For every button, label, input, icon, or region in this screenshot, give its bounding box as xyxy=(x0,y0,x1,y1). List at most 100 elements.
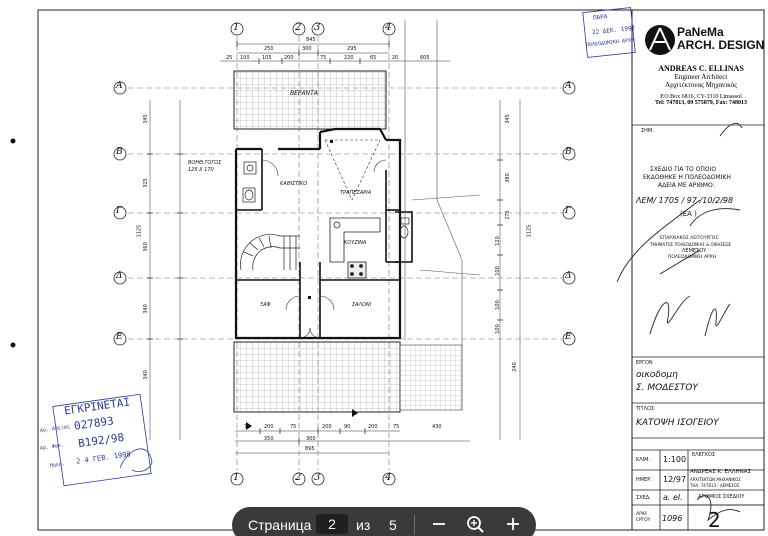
room-label-study: ΞΑΦ xyxy=(260,302,271,308)
page-toolbar: Страница 2 из 5 xyxy=(232,507,536,536)
dim-bottom-430: 430 xyxy=(432,424,442,430)
dim-top-105: 105 xyxy=(262,55,272,61)
dim-top-300: 300 xyxy=(302,46,312,52)
grid-label-1-bottom: 1 xyxy=(233,472,240,483)
page-of-label: из xyxy=(356,517,371,533)
dim-right-1125: 1125 xyxy=(526,224,533,238)
grid-label-4-bottom: 4 xyxy=(385,472,392,483)
page-total: 5 xyxy=(389,517,397,533)
grid-label-e: Ε xyxy=(116,332,123,342)
checker-name: ΑΝΔΡΕΑΣ Κ. ΕΛΛΗΝΑΣ xyxy=(690,469,752,475)
dim-left-340: 340 xyxy=(142,304,149,314)
dim-left-340b: 340 xyxy=(142,370,149,380)
company-info: ANDREAS C. ELLINAS Engineer Architect Αρ… xyxy=(640,64,762,106)
dim-top-200: 200 xyxy=(284,55,294,61)
dim-bottom-75b: 75 xyxy=(290,424,297,430)
dim-top-605: 605 xyxy=(420,55,430,61)
company-name: ANDREAS C. ELLINAS xyxy=(658,64,744,73)
job-no-label: ΑΡΙΘ ΕΡΓΟΥ xyxy=(636,512,651,523)
grid-label-g: Γ xyxy=(116,206,123,216)
grid-label-1: 1 xyxy=(233,22,240,33)
authority-1: ΕΠΑΡΧΙΑΚΟΣ ΛΕΙΤΟΥΡΓΟΣ xyxy=(660,236,719,241)
room-label-storage: ΒΟΗΘ.ΓΟΓΟΣ xyxy=(188,160,222,166)
dim-right-275: 275 xyxy=(504,210,511,220)
room-label-living: ΚΑΘΙΣΤΙΚΟ xyxy=(280,181,308,187)
drawing-title-label: ΤΙΤΛΟΣ xyxy=(636,406,655,412)
magnifier-icon xyxy=(467,516,484,533)
logo-line-1: PaNeMa xyxy=(677,25,724,39)
approval-text-1: ΣΧΕΔΙΟ ΓΙΑ ΤΟ ΟΠΟΙΟ xyxy=(650,166,717,173)
grid-label-2-bottom: 2 xyxy=(295,472,302,483)
drawing-title: ΚΑΤΟΨΗ ΙΣΟΓΕΙΟΥ xyxy=(636,418,719,428)
project-label: ΕΡΓΟΝ xyxy=(636,360,653,366)
scale-value: 1:100 xyxy=(663,455,687,464)
panema-logo-icon xyxy=(645,25,675,55)
dim-left-345: 345 xyxy=(142,114,149,124)
room-label-storage-dim: 125 X 170 xyxy=(188,167,214,173)
job-no-value: 1096 xyxy=(662,514,683,523)
dim-bottom-200c: 200 xyxy=(368,424,378,430)
checker-title: ΑΡΧΙΤΕΚΤΩΝ ΜΗΧΑΝΙΚΟΣ xyxy=(690,477,741,482)
approval-number: ΛΕΜ/ 1705 / 97 /10/2/98 xyxy=(636,196,734,205)
logo-text: PaNeMa ARCH. DESIGN xyxy=(677,26,764,52)
received-stamp-label: ΠΑΡΑ xyxy=(592,13,608,22)
dim-bottom-200b: 200 xyxy=(322,424,332,430)
dim-bottom-75c: 75 xyxy=(393,424,400,430)
authority-4: ΠΟΛΕΟΔΟΜΙΚΗ ΑΡΧΗ xyxy=(668,255,717,260)
minus-icon xyxy=(433,523,445,525)
plus-icon xyxy=(507,518,519,530)
dim-right-345: 345 xyxy=(504,114,511,124)
grid-label-b-right: B xyxy=(565,147,572,157)
drawing-no-value: 2 xyxy=(708,508,721,532)
grid-label-3: 3 xyxy=(314,22,321,33)
dim-right-240: 240 xyxy=(511,362,518,372)
drawn-value: a. el. xyxy=(663,493,683,502)
dim-top-75: 75 xyxy=(320,55,327,61)
dim-bottom-350: 350 xyxy=(264,436,274,442)
dim-right-100b: 100 xyxy=(494,300,501,310)
dim-bottom-200: 200 xyxy=(264,424,274,430)
dim-top-total: 845 xyxy=(306,37,316,43)
company-phones: Tel: 747813, 09 575879, Fax: 748013 xyxy=(655,100,747,106)
grid-label-e-right: Ε xyxy=(565,332,572,342)
dim-top-250: 250 xyxy=(264,46,274,52)
zoom-in-button[interactable] xyxy=(500,511,526,536)
room-label-kitchen: ΚΟΥΖΙΝΑ xyxy=(344,240,367,246)
dim-right-100: 100 xyxy=(494,266,501,276)
dim-bottom-300: 300 xyxy=(306,436,316,442)
grid-label-d-right: Δ xyxy=(565,271,572,281)
company-address: P.O.Box 6816, CY-3310 Limassol xyxy=(660,94,742,100)
room-label-dining: ΤΡΑΠΕΖΑΡΙΑ xyxy=(340,190,372,196)
grid-label-a-right: A xyxy=(565,81,572,91)
dim-left-1125: 1125 xyxy=(136,224,143,238)
zoom-out-button[interactable] xyxy=(426,511,452,536)
checker-phone: ΤΗΛ. 747813 - ΛΕΜΕΣΟΣ xyxy=(690,483,740,488)
zoom-reset-button[interactable] xyxy=(462,511,488,536)
dim-right-100c: 100 xyxy=(494,324,501,334)
company-title-en: Engineer Architect xyxy=(674,73,728,81)
note-label: ΣΗΜ. xyxy=(641,128,654,134)
dim-right-380: 380 xyxy=(504,173,511,183)
room-label-veranda: ΒΕΡΑΝΤΑ xyxy=(290,90,318,97)
grid-label-g-right: Γ xyxy=(565,206,572,216)
dim-bottom-90: 90 xyxy=(344,424,351,430)
scale-label: ΚΛΙΜ. xyxy=(636,457,651,463)
page-number-input[interactable]: 2 xyxy=(316,514,348,534)
room-label-salon: ΣΑΛΟΝΙ xyxy=(352,302,372,308)
dim-top-100: 100 xyxy=(240,55,250,61)
logo-line-2: ARCH. DESIGN xyxy=(677,38,765,52)
approval-text-3: ΑΔΕΙΑ ΜΕ ΑΡΙΘΜΟ: xyxy=(658,182,715,189)
approval-text-2: ΕΚΔΟΘΗΚΕ Η ΠΟΛΕΟΔΟΜΙΚΗ xyxy=(643,174,731,181)
dim-top-20: 20 xyxy=(392,55,399,61)
grid-label-d: Δ xyxy=(116,271,123,281)
dim-top-295: 295 xyxy=(347,46,357,52)
dim-right-120: 120 xyxy=(494,236,501,246)
dim-left-360: 360 xyxy=(142,242,149,252)
grid-label-4: 4 xyxy=(385,22,392,33)
grid-label-2: 2 xyxy=(295,22,302,33)
check-label: ΕΛΕΓΧΟΣ xyxy=(692,452,716,458)
grid-label-a: A xyxy=(116,81,123,91)
date-label: ΗΜΕΡ. xyxy=(636,477,652,483)
dim-top-65: 65 xyxy=(370,55,377,61)
